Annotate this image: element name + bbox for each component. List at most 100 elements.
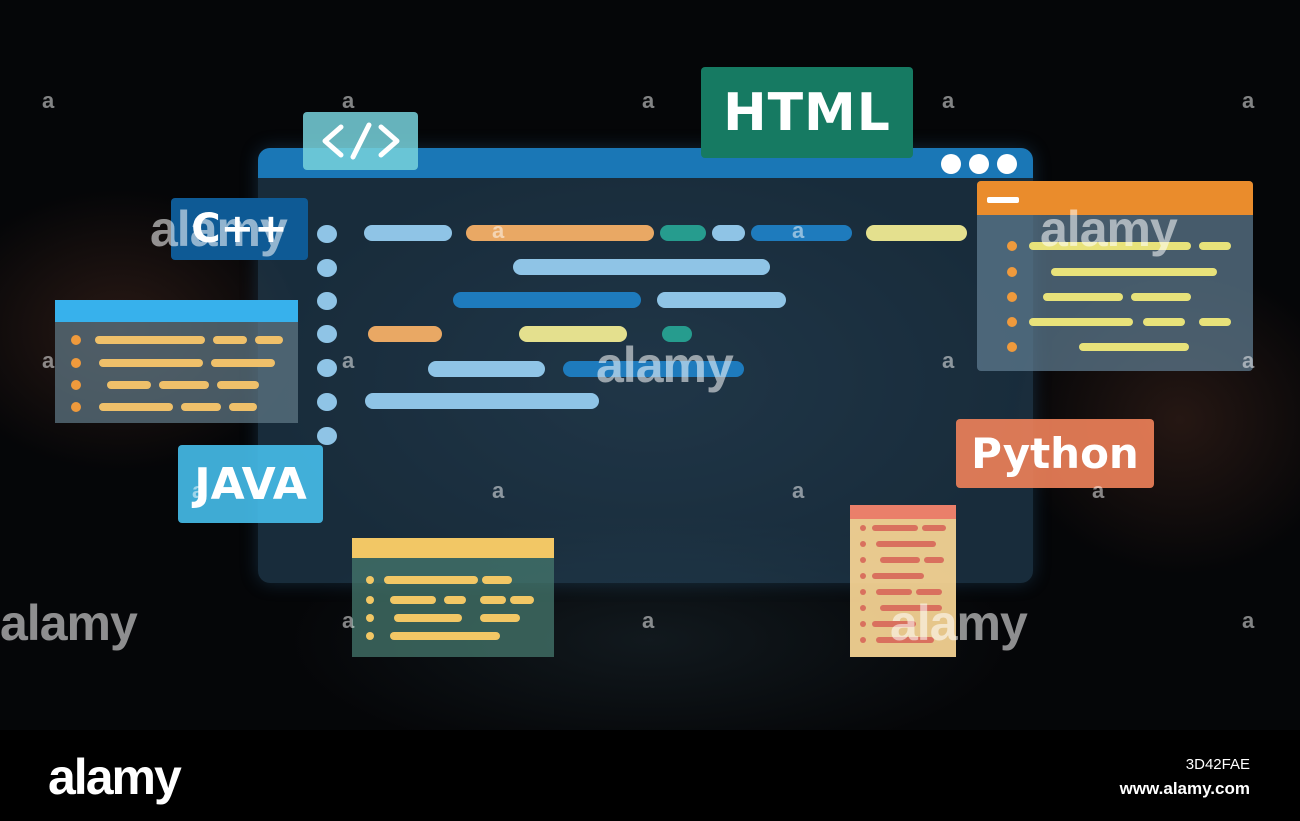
yellow-window-titlebar	[352, 538, 554, 558]
bullet-dot	[71, 402, 81, 412]
code-line-bar	[480, 614, 520, 622]
watermark-mark: a	[942, 348, 954, 373]
code-line-bar	[107, 381, 151, 389]
code-line-bar	[181, 403, 221, 411]
watermark-mark: a	[942, 88, 954, 113]
code-line-bar	[872, 573, 924, 579]
code-line-bar	[880, 605, 942, 611]
code-line-bar	[860, 605, 866, 611]
footer-url: www.alamy.com	[1119, 779, 1250, 798]
code-line-bar	[876, 589, 912, 595]
watermark-text: alamy	[890, 595, 1028, 651]
watermark-mark: a	[42, 88, 54, 113]
code-line-bar	[1131, 293, 1191, 301]
code-line-bar	[916, 589, 942, 595]
code-line-bar	[660, 225, 706, 241]
cpp-tag: C++	[171, 198, 308, 260]
blue-code-window	[55, 300, 298, 423]
code-line-bar	[217, 381, 259, 389]
watermark-text: alamy	[596, 337, 734, 393]
line-marker	[317, 225, 337, 243]
titlebar-dash	[987, 197, 1019, 203]
window-dot	[969, 154, 989, 174]
bullet-dot	[71, 335, 81, 345]
code-line-bar	[364, 225, 452, 241]
bullet-dot	[1007, 342, 1017, 352]
html-tag: HTML	[701, 67, 913, 158]
footer-image-id: 3D42FAE	[1185, 756, 1250, 773]
bullet-dot	[366, 614, 374, 622]
code-line-bar	[662, 326, 692, 342]
watermark-mark: a	[42, 348, 54, 373]
orange-window-titlebar	[977, 181, 1253, 215]
yellow-code-window	[352, 538, 554, 657]
code-line-bar	[657, 292, 786, 308]
watermark-mark: a	[1092, 478, 1104, 503]
note-code-window	[850, 505, 956, 657]
code-line-bar	[924, 557, 944, 563]
code-line-bar	[384, 576, 478, 584]
code-line-bar	[213, 336, 247, 344]
window-dots-icon	[941, 154, 1017, 174]
bullet-dot	[1007, 292, 1017, 302]
watermark-text: alamy	[0, 595, 138, 651]
code-line-bar	[880, 557, 920, 563]
watermark-mark: a	[642, 88, 654, 113]
line-marker	[317, 259, 337, 277]
code-line-bar	[1029, 242, 1191, 250]
code-brackets-icon	[322, 122, 399, 160]
note-window-titlebar	[850, 505, 956, 519]
bullet-dot	[366, 632, 374, 640]
bullet-dot	[71, 380, 81, 390]
window-dot	[941, 154, 961, 174]
stock-footer	[0, 730, 1300, 821]
code-line-bar	[751, 225, 852, 241]
code-line-bar	[482, 576, 512, 584]
watermark-mark: a	[792, 218, 804, 243]
code-line-bar	[860, 557, 866, 563]
blue-window-titlebar	[55, 300, 298, 322]
line-marker	[317, 427, 337, 445]
watermark-mark: a	[1242, 608, 1254, 633]
code-line-bar	[866, 225, 967, 241]
watermark-mark: a	[492, 478, 504, 503]
line-marker	[317, 292, 337, 310]
code-line-bar	[444, 596, 466, 604]
java-tag: JAVA	[178, 445, 323, 523]
code-line-bar	[159, 381, 209, 389]
bullet-dot	[1007, 241, 1017, 251]
code-line-bar	[211, 359, 275, 367]
code-line-bar	[99, 403, 173, 411]
bullet-dot	[1007, 267, 1017, 277]
illustration-scene: HTML C++ JAVA Python	[0, 0, 1300, 730]
code-line-bar	[860, 589, 866, 595]
code-line-bar	[860, 541, 866, 547]
watermark-text: alamy	[150, 201, 288, 257]
code-line-bar	[394, 614, 462, 622]
code-line-bar	[390, 632, 500, 640]
code-line-bar	[453, 292, 641, 308]
code-line-bar	[1079, 343, 1189, 351]
code-brackets-tag	[303, 112, 418, 170]
code-line-bar	[255, 336, 283, 344]
watermark-mark: a	[342, 88, 354, 113]
watermark-mark: a	[642, 608, 654, 633]
bullet-dot	[71, 358, 81, 368]
code-line-bar	[365, 393, 599, 409]
python-tag: Python	[956, 419, 1154, 488]
code-line-bar	[513, 259, 770, 275]
code-line-bar	[466, 225, 654, 241]
code-line-bar	[1043, 293, 1123, 301]
code-line-bar	[428, 361, 545, 377]
code-line-bar	[510, 596, 534, 604]
watermark-text: alamy	[1040, 201, 1178, 257]
watermark-mark: a	[342, 608, 354, 633]
code-line-bar	[872, 525, 918, 531]
code-line-bar	[390, 596, 436, 604]
code-line-bar	[860, 637, 866, 643]
code-line-bar	[876, 637, 934, 643]
code-line-bar	[519, 326, 627, 342]
code-line-bar	[95, 336, 205, 344]
code-line-bar	[99, 359, 203, 367]
code-line-bar	[872, 621, 916, 627]
